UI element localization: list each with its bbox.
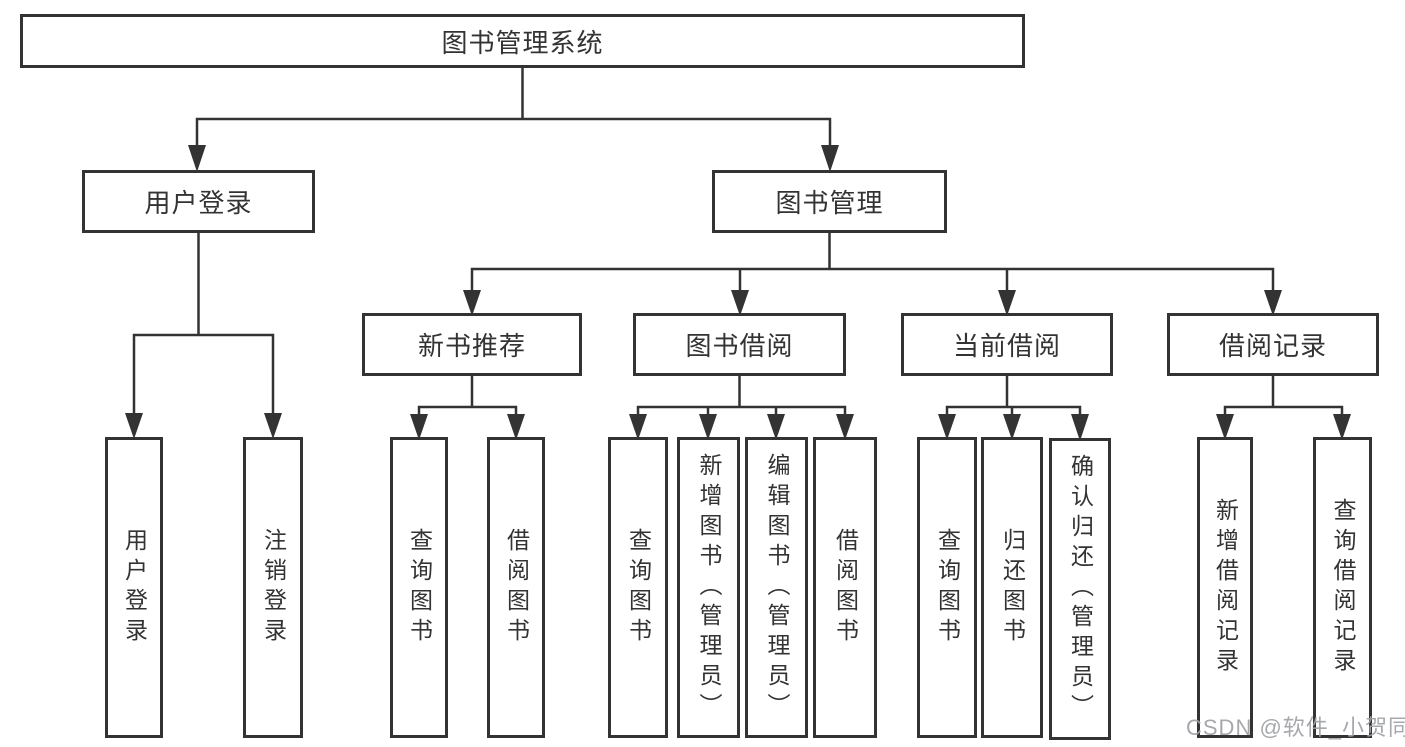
- node-label: 新增借阅记录: [1212, 497, 1239, 678]
- node-label: 图书管理: [775, 188, 884, 218]
- arrowhead-icon: [264, 413, 282, 439]
- node-label: 借阅图书: [832, 527, 859, 648]
- arrowhead-icon: [507, 414, 525, 440]
- arrowhead-icon: [410, 414, 428, 440]
- connector-level2-rail: [470, 267, 1275, 296]
- node-label: 用户登录: [121, 527, 148, 648]
- arrowhead-icon: [731, 290, 749, 316]
- leaf-confirm-return-admin: 确认归还（管理员）: [1049, 438, 1111, 740]
- arrowhead-icon: [767, 414, 785, 440]
- connector-level1-rail: [195, 117, 832, 150]
- node-label: 新增图书（管理员）: [696, 452, 722, 723]
- arrowhead-icon: [1003, 414, 1021, 440]
- connector-userlogin-rail: [132, 333, 275, 420]
- node-label: 图书借阅: [685, 331, 794, 361]
- connector-bookborrow-rail: [636, 405, 847, 421]
- node-book-management: 图书管理: [712, 170, 947, 233]
- leaf-add-books-admin: 新增图书（管理员）: [677, 437, 740, 738]
- arrowhead-icon: [1333, 414, 1351, 440]
- leaf-query-borrow-record: 查询借阅记录: [1313, 437, 1372, 738]
- node-label: 注销登录: [260, 527, 287, 648]
- connector-newbook-rail: [417, 405, 518, 421]
- leaf-add-borrow-record: 新增借阅记录: [1197, 437, 1253, 738]
- node-label: 用户登录: [144, 188, 253, 218]
- leaf-query-books-current: 查询图书: [917, 437, 977, 738]
- watermark: CSDN @软件_小贺同学: [1186, 715, 1405, 740]
- node-root-system: 图书管理系统: [20, 14, 1025, 68]
- arrowhead-icon: [188, 145, 206, 172]
- arrowhead-icon: [1071, 414, 1089, 441]
- node-label: 借阅记录: [1218, 331, 1327, 361]
- node-label: 查询借阅记录: [1330, 497, 1356, 678]
- node-label: 图书管理系统: [441, 27, 604, 58]
- node-label: 借阅图书: [503, 527, 530, 648]
- leaf-query-books-borrow: 查询图书: [608, 437, 668, 738]
- node-label: 确认归还（管理员）: [1067, 454, 1094, 724]
- leaf-user-login: 用户登录: [105, 437, 163, 738]
- node-current-borrow: 当前借阅: [901, 313, 1113, 376]
- arrowhead-icon: [821, 145, 839, 172]
- arrowhead-icon: [699, 414, 717, 440]
- arrowhead-icon: [125, 413, 143, 439]
- node-label: 编辑图书（管理员）: [764, 452, 790, 723]
- leaf-logout: 注销登录: [243, 437, 303, 738]
- connector-records-rail: [1223, 405, 1344, 421]
- node-label: 查询图书: [625, 527, 652, 648]
- arrowhead-icon: [998, 290, 1016, 316]
- leaf-return-books: 归还图书: [981, 437, 1043, 738]
- node-label: 新书推荐: [417, 331, 526, 361]
- node-label: 查询图书: [934, 527, 961, 648]
- leaf-borrow-books: 借阅图书: [813, 437, 877, 738]
- node-borrow-records: 借阅记录: [1167, 313, 1379, 376]
- node-label: 查询图书: [406, 527, 433, 648]
- node-new-book-recommend: 新书推荐: [362, 313, 582, 376]
- arrowhead-icon: [836, 414, 854, 440]
- node-label: 归还图书: [999, 527, 1026, 648]
- node-label: 当前借阅: [952, 331, 1061, 361]
- arrowhead-icon: [1216, 414, 1234, 440]
- leaf-edit-books-admin: 编辑图书（管理员）: [745, 437, 808, 738]
- leaf-query-books-recommend: 查询图书: [390, 437, 448, 738]
- arrowhead-icon: [629, 414, 647, 440]
- leaf-borrow-books-recommend: 借阅图书: [487, 437, 545, 738]
- node-user-login: 用户登录: [82, 170, 315, 233]
- arrowhead-icons: [125, 145, 1351, 441]
- arrowhead-icon: [463, 290, 481, 316]
- arrowhead-icon: [938, 414, 956, 440]
- node-book-borrow: 图书借阅: [633, 313, 846, 376]
- arrowhead-icon: [1264, 290, 1282, 316]
